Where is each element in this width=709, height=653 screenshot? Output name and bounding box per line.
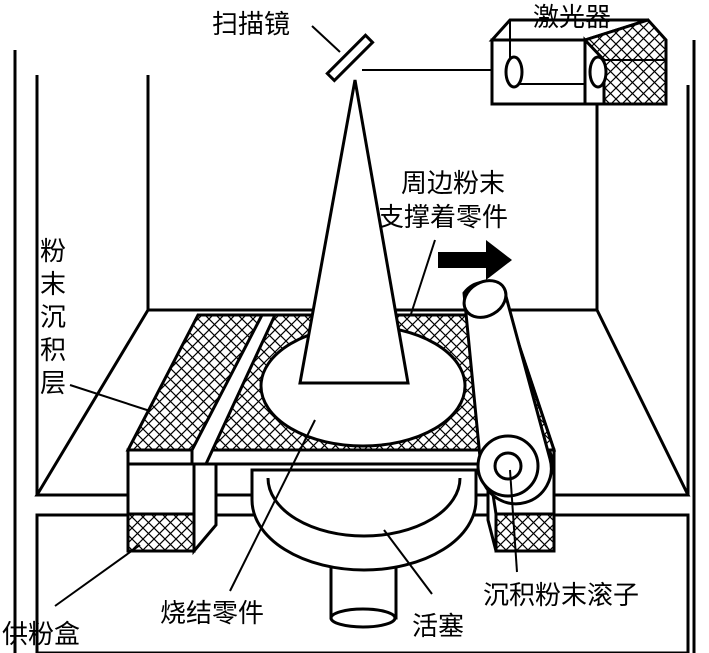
leader-feed-box [54, 544, 141, 607]
spread-wedge [190, 313, 278, 466]
piston-rim [266, 477, 462, 538]
leader-piston [383, 529, 433, 595]
roller [462, 279, 553, 506]
direction-arrow [438, 240, 512, 280]
label-support-line1: 周边粉末 [401, 169, 505, 199]
piston-rod-end [329, 607, 397, 629]
laser-device [488, 18, 668, 106]
label-layer-1: 末 [40, 270, 66, 300]
label-roller: 沉积粉末滚子 [483, 581, 639, 611]
feed-box [126, 460, 218, 556]
leader-support [410, 239, 436, 315]
leader-roller [509, 469, 518, 573]
label-laser: 激光器 [533, 3, 611, 33]
label-layer-0: 粉 [40, 237, 66, 267]
label-support-line2: 支撑着零件 [378, 203, 508, 233]
label-scanner: 扫描镜 [212, 10, 290, 40]
roller-axle [493, 451, 523, 481]
chamber [13, 40, 696, 653]
leader-layer [69, 384, 151, 412]
feed-box-top [126, 460, 196, 516]
label-layer-2: 沉 [40, 303, 66, 333]
leader-sintered [229, 419, 316, 592]
laser-cone [298, 79, 410, 385]
leader-lines [54, 25, 518, 607]
laser-lens-front [504, 55, 524, 89]
label-layer-3: 积 [40, 336, 66, 366]
label-piston: 活塞 [412, 612, 464, 642]
piston-body [250, 468, 478, 572]
roller-top-end [462, 279, 508, 319]
collect-box-powder [494, 512, 556, 553]
label-sintered-part: 烧结零件 [160, 599, 264, 629]
label-feed-box: 供粉盒 [2, 620, 80, 650]
scanner-mirror [325, 33, 375, 83]
laser-lens-rear [588, 55, 608, 89]
leader-scanner [311, 25, 341, 53]
label-layer-4: 层 [40, 369, 66, 399]
piston [250, 468, 478, 629]
